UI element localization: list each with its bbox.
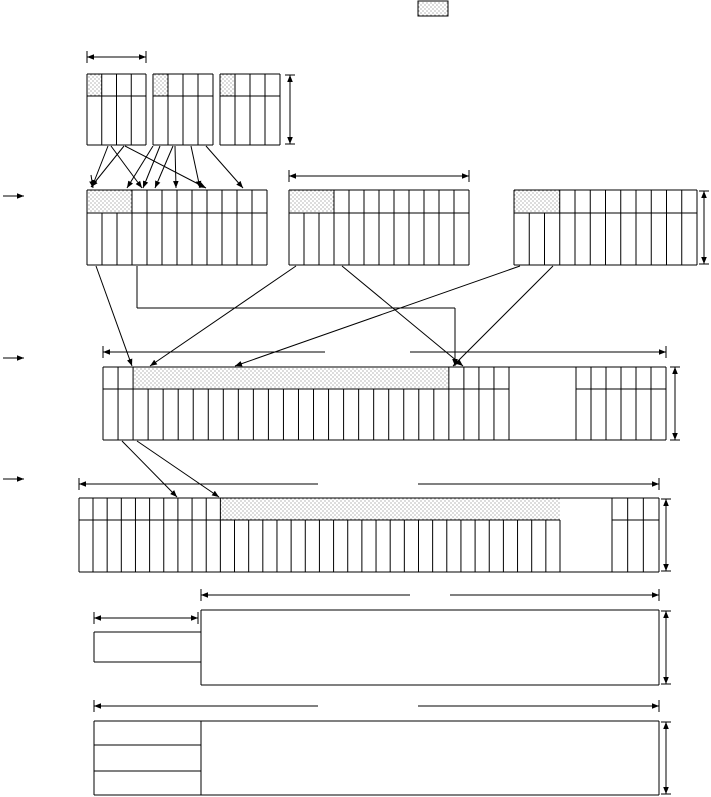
connector-arrow	[341, 265, 464, 367]
connector-arrow	[110, 145, 143, 189]
connector-arrow	[126, 145, 154, 189]
stage-4	[78, 478, 671, 573]
connector-arrow	[124, 145, 207, 189]
connector-arrow	[142, 145, 161, 189]
stage-3-block	[102, 366, 576, 441]
connector-arrow	[190, 145, 202, 189]
connector-arrow	[95, 265, 133, 367]
connector-arrow	[149, 265, 297, 367]
stage-2	[86, 170, 709, 266]
stage-4-block	[78, 497, 660, 573]
connector-arrow	[121, 440, 178, 498]
stage-5	[93, 589, 671, 686]
shaded-span	[133, 367, 449, 389]
stage-2-block-2	[288, 189, 470, 266]
stage-2-block-1	[86, 189, 268, 266]
stage-3	[102, 346, 680, 441]
shaded-cell	[87, 190, 132, 213]
connector-arrow	[91, 145, 109, 188]
stage-1	[86, 51, 295, 146]
connector-arrow	[205, 145, 244, 189]
connector-arrow	[452, 265, 554, 367]
row-marker-arrows	[3, 193, 24, 482]
stage-6	[93, 700, 671, 796]
stage-1-block-3	[219, 73, 281, 146]
shaded-cell	[153, 74, 168, 96]
shaded-cell	[289, 190, 334, 213]
shaded-cell	[220, 74, 235, 96]
connector-arrow	[173, 145, 179, 189]
connector-arrow	[154, 145, 174, 189]
connector-arrow	[90, 145, 125, 188]
connector-lines	[89, 145, 554, 498]
stage-1-block-2	[152, 73, 214, 146]
stage-2-block-3	[513, 189, 698, 266]
stage-5-blocks	[93, 609, 660, 686]
shaded-span	[220, 498, 560, 520]
stage-1-block-1	[86, 73, 147, 146]
connector-arrow	[89, 174, 95, 189]
shaded-cell	[514, 190, 560, 213]
connector-arrow	[136, 440, 220, 498]
connector-arrow	[234, 265, 521, 367]
legend-shaded-swatch	[417, 0, 449, 17]
stage-6-blocks	[93, 720, 660, 796]
shaded-cell	[87, 74, 102, 96]
stage-3-tail-block	[575, 366, 667, 441]
